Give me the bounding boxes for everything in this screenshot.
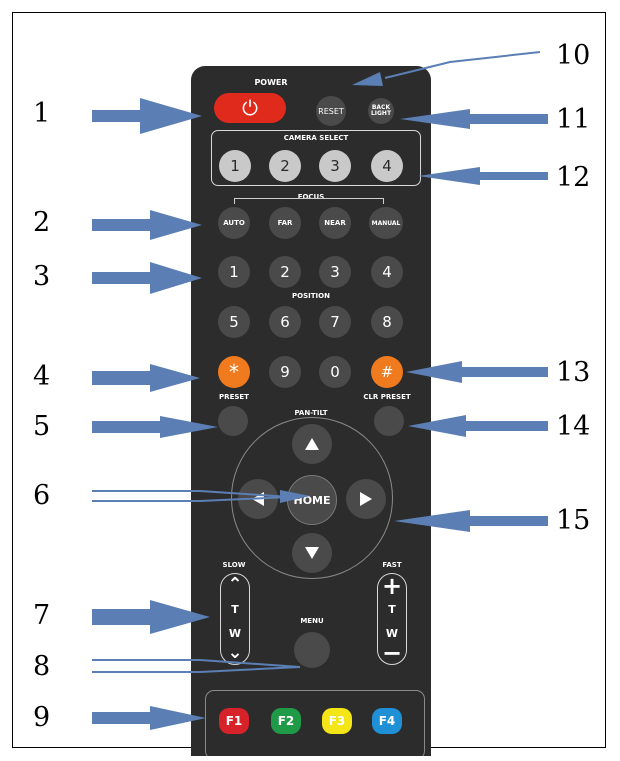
callout-1: 1 (33, 98, 51, 129)
f4-button[interactable]: F4 (372, 708, 402, 734)
callout-15: 15 (556, 505, 591, 536)
arrow-10-head (352, 72, 383, 86)
zoom-slow-rocker[interactable] (220, 573, 250, 665)
function-panel (205, 690, 425, 756)
zoom-fast-plus-icon: + (381, 572, 403, 600)
hash-button[interactable]: # (371, 356, 403, 388)
fast-label: FAST (382, 561, 402, 569)
arrow-6 (92, 490, 291, 502)
preset-label: PRESET (219, 393, 249, 401)
arrow-4 (92, 364, 200, 392)
arrow-10 (384, 51, 541, 79)
arrow-9 (92, 706, 206, 730)
arrow-5 (92, 416, 218, 438)
position-label: POSITION (292, 292, 330, 300)
callout-13: 13 (556, 357, 591, 388)
number-button-1[interactable]: 1 (218, 256, 250, 288)
focus-bracket (234, 198, 384, 204)
callout-10: 10 (556, 40, 591, 71)
f2-button[interactable]: F2 (271, 708, 301, 734)
pan-tilt-ring (231, 417, 393, 579)
arrow-1 (92, 98, 202, 134)
number-button-2[interactable]: 2 (269, 256, 301, 288)
preset-button[interactable] (218, 406, 248, 436)
slow-label: SLOW (222, 561, 246, 569)
pan-tilt-up-button[interactable] (292, 424, 332, 464)
focus-label: FOCUS (297, 193, 325, 201)
zoom-slow-t-label: T (231, 603, 239, 616)
arrow-2 (92, 210, 202, 240)
menu-button[interactable] (294, 632, 330, 668)
f3-button[interactable]: F3 (322, 708, 352, 734)
remote-control: POWER ⏻ RESET BACK LIGHT CAMERA SELECT 1… (191, 66, 431, 756)
focus-far-button[interactable]: FAR (269, 207, 301, 239)
callout-8: 8 (33, 651, 51, 682)
arrow-7 (92, 600, 210, 634)
power-label: POWER (254, 78, 288, 87)
callout-2: 2 (33, 207, 51, 238)
callout-7: 7 (33, 600, 51, 631)
callout-3: 3 (33, 261, 51, 292)
camera-select-button-4[interactable]: 4 (371, 150, 403, 182)
callout-5: 5 (33, 411, 51, 442)
number-button-0[interactable]: 0 (319, 356, 351, 388)
zoom-slow-up-icon: ⌃ (227, 574, 243, 595)
number-button-6[interactable]: 6 (269, 306, 301, 338)
arrow-11 (400, 109, 548, 129)
camera-select-button-1[interactable]: 1 (219, 150, 251, 182)
zoom-slow-w-label: W (228, 627, 242, 640)
clr-preset-label: CLR PRESET (363, 393, 411, 401)
up-arrow-icon (305, 438, 319, 450)
callout-11: 11 (556, 104, 591, 135)
pan-tilt-right-button[interactable] (346, 479, 386, 519)
arrow-3 (92, 262, 202, 294)
arrow-8 (92, 659, 301, 673)
down-arrow-icon (305, 547, 319, 559)
number-button-8[interactable]: 8 (371, 306, 403, 338)
callout-14: 14 (556, 411, 591, 442)
number-button-4[interactable]: 4 (371, 256, 403, 288)
camera-select-label: CAMERA SELECT (283, 134, 349, 142)
power-button[interactable]: ⏻ (214, 93, 286, 123)
star-button[interactable]: * (218, 356, 250, 388)
pan-tilt-down-button[interactable] (292, 533, 332, 573)
zoom-fast-minus-icon: − (381, 639, 403, 667)
focus-near-button[interactable]: NEAR (319, 207, 351, 239)
arrow-6-head (280, 490, 310, 503)
camera-select-panel (211, 130, 421, 186)
camera-select-button-3[interactable]: 3 (319, 150, 351, 182)
callout-12: 12 (556, 162, 591, 193)
arrow-13 (406, 361, 548, 383)
zoom-fast-t-label: T (388, 603, 396, 616)
number-button-9[interactable]: 9 (269, 356, 301, 388)
arrow-12 (418, 167, 548, 185)
reset-button[interactable]: RESET (316, 96, 346, 126)
callout-6: 6 (33, 480, 51, 511)
power-icon: ⏻ (242, 96, 258, 120)
number-button-3[interactable]: 3 (319, 256, 351, 288)
callout-4: 4 (33, 361, 51, 392)
number-button-7[interactable]: 7 (319, 306, 351, 338)
zoom-slow-down-icon: ⌄ (227, 642, 243, 663)
pan-tilt-label: PAN-TILT (294, 409, 328, 417)
zoom-fast-w-label: W (385, 627, 399, 640)
focus-auto-button[interactable]: AUTO (218, 207, 250, 239)
camera-select-button-2[interactable]: 2 (269, 150, 301, 182)
arrow-14 (408, 415, 548, 437)
zoom-fast-rocker[interactable] (377, 573, 407, 665)
focus-manual-button[interactable]: MANUAL (369, 207, 403, 239)
arrow-15 (394, 510, 548, 532)
callout-9: 9 (33, 702, 51, 733)
menu-label: MENU (300, 617, 324, 625)
f1-button[interactable]: F1 (219, 708, 249, 734)
number-button-5[interactable]: 5 (218, 306, 250, 338)
clr-preset-button[interactable] (374, 406, 404, 436)
backlight-button[interactable]: BACK LIGHT (368, 98, 394, 124)
right-arrow-icon (360, 492, 372, 506)
